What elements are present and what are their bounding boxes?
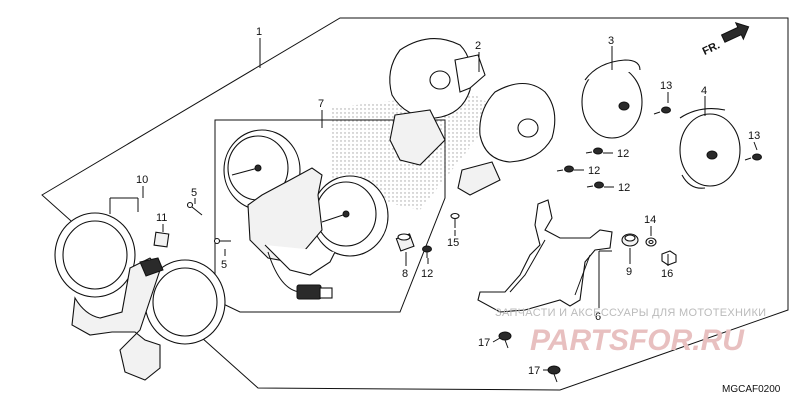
callout-8: 8 <box>402 268 408 280</box>
screw-part-5a <box>186 201 203 216</box>
meter-bracket-lower <box>264 244 336 276</box>
stay-bracket-part-6 <box>477 199 613 313</box>
meter-unit-group <box>223 129 389 300</box>
direction-label: FR. <box>701 39 722 57</box>
meter-case-body <box>247 167 323 263</box>
callout-2: 2 <box>475 40 481 52</box>
bolt-part-17a <box>498 331 512 349</box>
screw-part-12b <box>556 165 574 173</box>
callout-14: 14 <box>644 214 656 226</box>
diagram-code: MGCAF0200 <box>722 384 781 395</box>
screw-part-15 <box>450 212 460 228</box>
callout-11: 11 <box>156 212 167 224</box>
callout-17b: 17 <box>528 365 540 377</box>
meter-cover-part-4 <box>679 108 741 189</box>
forward-arrow-icon: FR. <box>701 22 750 58</box>
bolt-part-17b <box>547 365 561 383</box>
callout-16: 16 <box>661 268 673 280</box>
grommet-part-8 <box>395 233 415 252</box>
screw-part-12a <box>585 147 603 155</box>
callout-5a: 5 <box>191 187 197 199</box>
screw-part-12c <box>586 181 604 189</box>
meter-case-bridge <box>454 54 486 93</box>
assembly-boundary <box>41 17 789 391</box>
callout-5b: 5 <box>221 259 227 271</box>
wiring-connector <box>296 284 322 300</box>
rubber-part-9 <box>621 233 639 247</box>
washer-part-14 <box>645 237 657 247</box>
meter-case-part-2 <box>389 38 556 196</box>
meter-cover-bracket <box>139 257 164 277</box>
callout-12a: 12 <box>617 148 629 160</box>
callout-7: 7 <box>318 98 324 110</box>
callout-13a: 13 <box>660 80 672 92</box>
callout-10: 10 <box>136 174 148 186</box>
callout-12c: 12 <box>618 182 630 194</box>
watermark-text: ЗАПЧАСТИ И АКСЕССУАРЫ ДЛЯ МОТОТЕХНИКИ <box>495 307 766 319</box>
watermark-logo: PARTSFOR.RU <box>530 324 745 357</box>
callout-13b: 13 <box>748 130 760 142</box>
leader-lines <box>109 38 758 371</box>
meter-case-right-cup <box>479 82 556 163</box>
cover-clip-part-11 <box>153 231 170 248</box>
meter-case-stay-left <box>389 109 446 166</box>
nut-part-16 <box>661 250 677 266</box>
callout-15: 15 <box>447 237 459 249</box>
screw-part-12-lower <box>422 245 432 258</box>
callout-6: 6 <box>595 311 601 323</box>
meter-cover-left-lens <box>62 220 128 290</box>
callout-17a: 17 <box>478 337 490 349</box>
meter-case-stay-right <box>457 161 501 196</box>
callout-4: 4 <box>701 85 707 97</box>
callout-1: 1 <box>256 26 262 38</box>
meter-cover-part-3 <box>581 59 643 139</box>
meter-cover-group <box>54 212 226 381</box>
callout-3: 3 <box>608 35 614 47</box>
callout-12b: 12 <box>588 165 600 177</box>
screw-part-5b <box>213 237 231 245</box>
meter-cover-right-lens <box>152 267 218 337</box>
screw-part-13b <box>744 153 762 161</box>
screw-part-13a <box>653 106 671 115</box>
callout-12d: 12 <box>421 268 433 280</box>
callout-9: 9 <box>626 266 632 278</box>
